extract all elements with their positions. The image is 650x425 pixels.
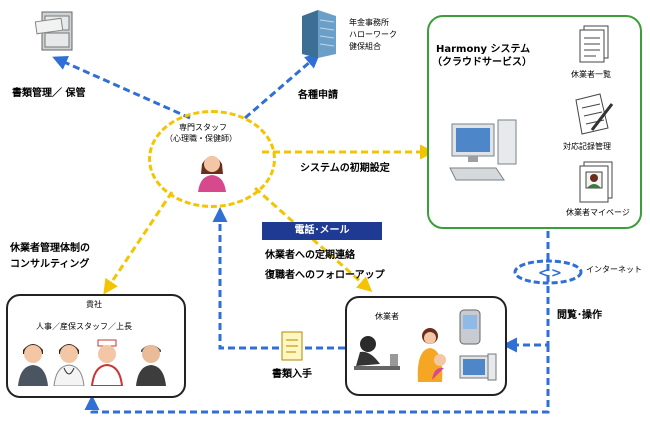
regular-contact-label: 休業者への定期連絡 (265, 250, 355, 261)
staff-subtitle: （心理職・保健師） (165, 134, 237, 143)
svg-text:>: > (551, 266, 562, 281)
document-management-label: 書類管理／ 保管 (12, 88, 86, 99)
employee-mypage-icon (576, 160, 616, 208)
staff-person-icon (196, 148, 228, 196)
arrow-to-documents (52, 56, 191, 120)
pc-icon (458, 352, 498, 392)
specialist-staff-node (148, 110, 276, 208)
doc-mypage-label: 休業者マイページ (566, 208, 630, 217)
doc-record-mgmt-label: 対応記録管理 (563, 142, 611, 151)
followup-label: 復職者へのフォローアップ (265, 270, 385, 281)
arrow-harmony-company (84, 345, 550, 414)
employee-title: 休業者 (375, 312, 399, 321)
view-operate-label: 閲覧･操作 (557, 310, 602, 321)
svg-text:<: < (538, 266, 549, 281)
supervisor-icon (134, 336, 168, 390)
desktop-computer-icon (448, 118, 528, 188)
mother-child-icon (410, 326, 452, 388)
doc-employee-list-label: 休業者一覧 (571, 70, 611, 79)
harmony-subtitle: （クラウドサービス） (432, 57, 532, 68)
agency-health-insurance: 健保組合 (349, 42, 381, 51)
mobile-phone-icon (456, 308, 484, 352)
office-building-icon (296, 4, 342, 64)
consulting-label-line1: 休業者管理体制の (10, 243, 90, 254)
doctor-icon (52, 336, 86, 390)
arrow-document-receipt (212, 207, 345, 350)
document-list-icon (576, 24, 612, 72)
internet-label: インターネット (586, 265, 642, 274)
arrow-to-agencies (244, 53, 321, 120)
filing-cabinet-icon (34, 6, 78, 56)
document-icon (276, 330, 306, 368)
nurse-icon (90, 336, 124, 390)
harmony-title: Harmony システム (436, 44, 531, 55)
company-roles: 人事／産保スタッフ／上長 (36, 322, 132, 331)
hr-manager-icon (16, 336, 50, 390)
applications-label: 各種申請 (298, 90, 338, 101)
initial-setup-label: システムの初期設定 (300, 163, 390, 174)
staff-title: 専門スタッフ (179, 123, 227, 132)
consulting-label-line2: コンサルティング (10, 259, 90, 270)
record-pencil-icon (570, 90, 614, 140)
internet-cloud-icon: < > (513, 259, 583, 289)
agency-hello-work: ハローワーク (349, 30, 397, 39)
document-receipt-label: 書類入手 (272, 369, 312, 380)
arrow-phone-mail (254, 186, 373, 292)
company-title: 貴社 (86, 300, 102, 309)
person-at-desk-icon (350, 330, 404, 384)
phone-mail-badge: 電話･メール (262, 222, 382, 240)
agency-pension-office: 年金事務所 (349, 18, 389, 27)
arrow-consulting (103, 191, 174, 295)
